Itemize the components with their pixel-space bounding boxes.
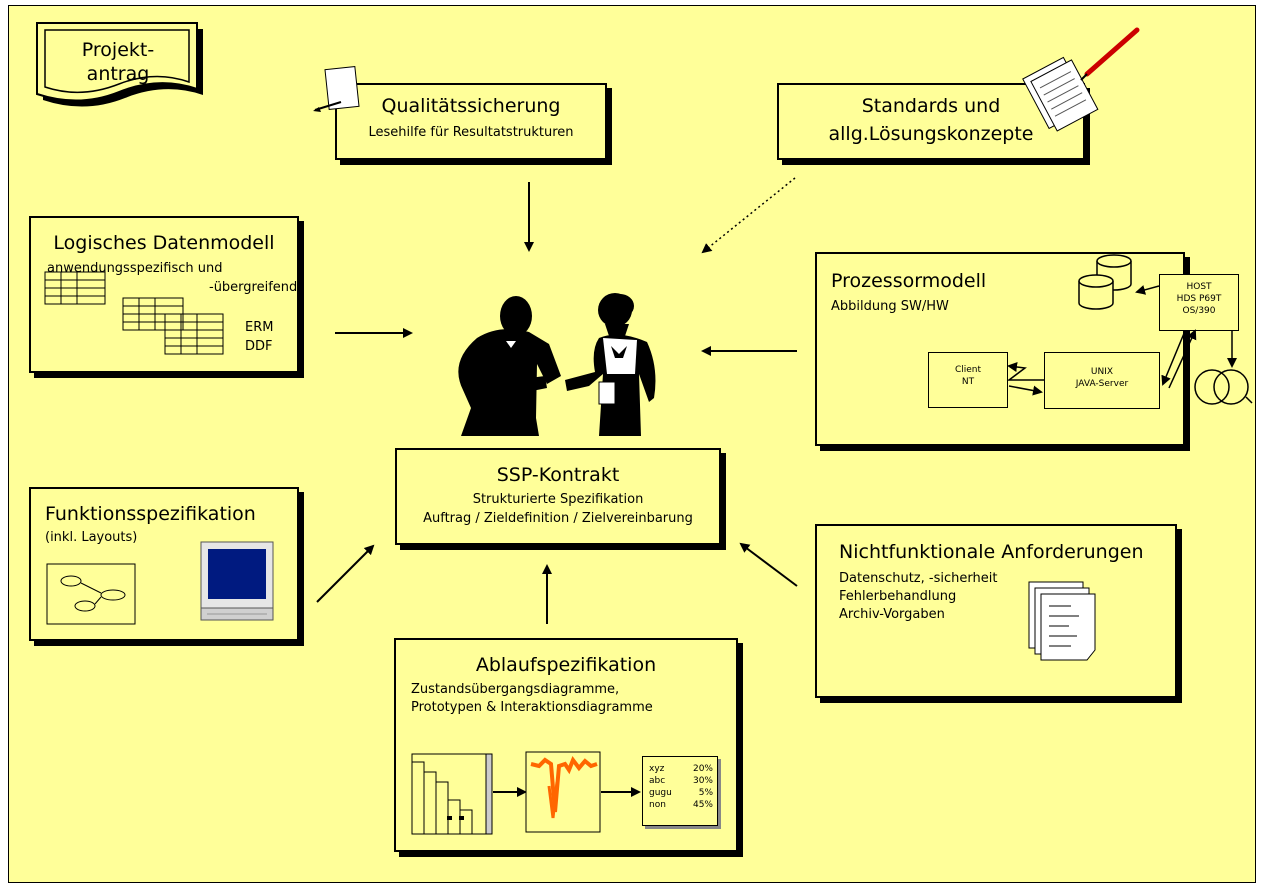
client-line1: Client <box>954 365 982 375</box>
client-line2: NT <box>961 377 975 387</box>
percentage-table: xyz 20% abc 30% gugu 5% non 45% <box>642 756 718 826</box>
diagram-graphics <box>44 27 1253 835</box>
table-cell-pct: 20% <box>692 764 713 774</box>
ssp-kontrakt-box: SSP-Kontrakt Strukturierte Spezifikation… <box>395 448 721 545</box>
standards-line1: Standards und <box>861 95 1001 117</box>
table-cell-name: xyz <box>649 764 665 774</box>
projektantrag-shape <box>36 22 203 107</box>
businesswoman-silhouette <box>565 293 656 436</box>
nichtfunk-line3: Archiv-Vorgaben <box>839 607 945 622</box>
diagram-canvas: Projekt- antrag Qualitätssicherung Leseh… <box>8 5 1256 883</box>
projektantrag-label: Projekt- antrag <box>73 38 163 86</box>
logisch-line2: -übergreifend <box>209 280 298 295</box>
state-diagram-icon <box>46 563 136 625</box>
papers-pen-icon <box>1022 27 1140 132</box>
qualitaetssicherung-box: Qualitätssicherung Lesehilfe für Resulta… <box>335 83 607 160</box>
arrow-nichtfunk-to-ssp <box>739 542 798 587</box>
prozessor-connections <box>1006 285 1237 396</box>
arrow-standards-dotted <box>701 177 796 254</box>
funktion-title: Funktionsspezifikation <box>45 503 256 525</box>
standards-box: Standards und allg.Lösungskonzepte <box>777 83 1085 160</box>
table-row: gugu 5% <box>649 787 713 799</box>
arrow-funktion-to-center <box>316 544 375 603</box>
ssp-line1: Strukturierte Spezifikation <box>472 492 644 507</box>
host-line1: HOST <box>1186 282 1212 292</box>
table-row: non 45% <box>649 799 713 811</box>
client-nt-box: Client NT <box>928 352 1008 408</box>
table-cell-pct: 45% <box>692 800 713 810</box>
nichtfunktionale-anforderungen-box: Nichtfunktionale Anforderungen Datenschu… <box>815 524 1177 698</box>
ablauf-line1: Zustandsübergangsdiagramme, <box>411 682 620 697</box>
table-cell-name: abc <box>649 776 666 786</box>
prozessor-subtitle: Abbildung SW/HW <box>831 299 949 314</box>
businessman-silhouette <box>458 296 561 436</box>
host-line2: HDS P69T <box>1176 294 1222 304</box>
logisches-datenmodell-box: Logisches Datenmodell anwendungsspezifis… <box>29 216 299 373</box>
nichtfunk-title: Nichtfunktionale Anforderungen <box>839 541 1144 563</box>
unix-line1: UNIX <box>1090 367 1114 377</box>
ablauf-line2: Prototypen & Interaktionsdiagramme <box>411 700 653 715</box>
ablauf-title: Ablaufspezifikation <box>475 654 657 676</box>
unix-line2: JAVA-Server <box>1075 379 1129 389</box>
projektantrag-line2: antrag <box>86 63 150 85</box>
table-row: xyz 20% <box>649 763 713 775</box>
nichtfunk-line2: Fehlerbehandlung <box>839 589 957 604</box>
nichtfunk-line1: Datenschutz, -sicherheit <box>839 571 998 586</box>
database-icons <box>1078 254 1132 310</box>
table-cell-pct: 30% <box>692 776 713 786</box>
table-cell-pct: 5% <box>698 788 713 798</box>
line-chart-icon <box>525 751 601 833</box>
projektantrag-line1: Projekt- <box>81 39 155 61</box>
host-box: HOST HDS P69T OS/390 <box>1159 274 1239 331</box>
ssp-line2: Auftrag / Zieldefinition / Zielvereinbar… <box>423 511 693 526</box>
qualitaet-subtitle: Lesehilfe für Resultatstrukturen <box>368 125 574 140</box>
funktion-subtitle: (inkl. Layouts) <box>45 530 138 545</box>
qualitaet-title: Qualitätssicherung <box>381 95 561 117</box>
ssp-title: SSP-Kontrakt <box>496 464 620 486</box>
documents-icon <box>1028 581 1096 661</box>
tape-drive-icon <box>1194 369 1253 405</box>
notepad-icon <box>313 65 360 112</box>
logisch-erm: ERM <box>245 320 274 335</box>
logisch-title: Logisches Datenmodell <box>53 232 275 254</box>
bar-chart-icon <box>411 753 493 835</box>
monitor-icon <box>200 541 274 621</box>
standards-line2: allg.Lösungskonzepte <box>828 123 1034 145</box>
table-row: abc 30% <box>649 775 713 787</box>
table-cell-name: gugu <box>649 788 672 798</box>
table-cell-name: non <box>649 800 666 810</box>
data-table-icons <box>44 271 224 355</box>
host-line3: OS/390 <box>1182 306 1216 316</box>
logisch-ddf: DDF <box>245 339 273 354</box>
prozessor-title: Prozessormodell <box>831 270 987 292</box>
